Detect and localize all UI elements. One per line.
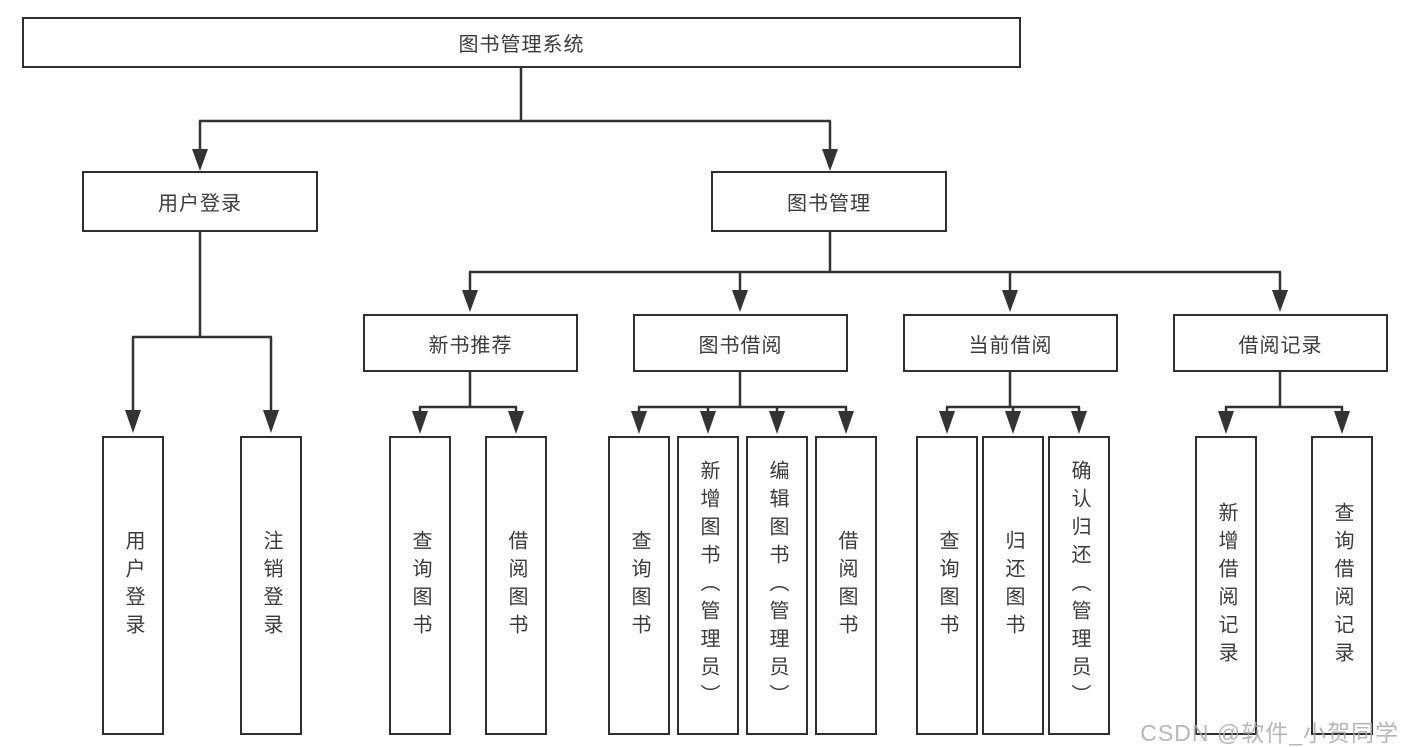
node-current-borrow: 当前借阅	[903, 314, 1118, 372]
leaf-user-login: 用户登录	[102, 436, 164, 735]
leaf-confirm-return-admin: 确认归还（管理员）	[1048, 436, 1110, 735]
node-user-login: 用户登录	[82, 171, 318, 232]
leaf-borrow-books: 借阅图书	[815, 436, 877, 735]
node-borrow-record: 借阅记录	[1173, 314, 1388, 372]
leaf-query-borrow-record: 查询借阅记录	[1311, 436, 1373, 735]
leaf-add-borrow-record: 新增借阅记录	[1195, 436, 1257, 735]
leaf-edit-book-admin: 编辑图书（管理员）	[746, 436, 808, 735]
node-system-root: 图书管理系统	[22, 17, 1021, 68]
leaf-borrow-books-recommend: 借阅图书	[485, 436, 547, 735]
node-new-book-recommend: 新书推荐	[363, 314, 578, 372]
leaf-logout: 注销登录	[240, 436, 302, 735]
leaf-query-books-recommend: 查询图书	[389, 436, 451, 735]
node-book-borrow: 图书借阅	[633, 314, 848, 372]
leaf-return-book: 归还图书	[982, 436, 1044, 735]
node-book-management: 图书管理	[711, 171, 947, 232]
leaf-query-books-borrow: 查询图书	[608, 436, 670, 735]
leaf-query-books-current: 查询图书	[916, 436, 978, 735]
watermark: CSDN @软件_小贺同学	[1140, 720, 1399, 746]
leaf-add-book-admin: 新增图书（管理员）	[677, 436, 739, 735]
